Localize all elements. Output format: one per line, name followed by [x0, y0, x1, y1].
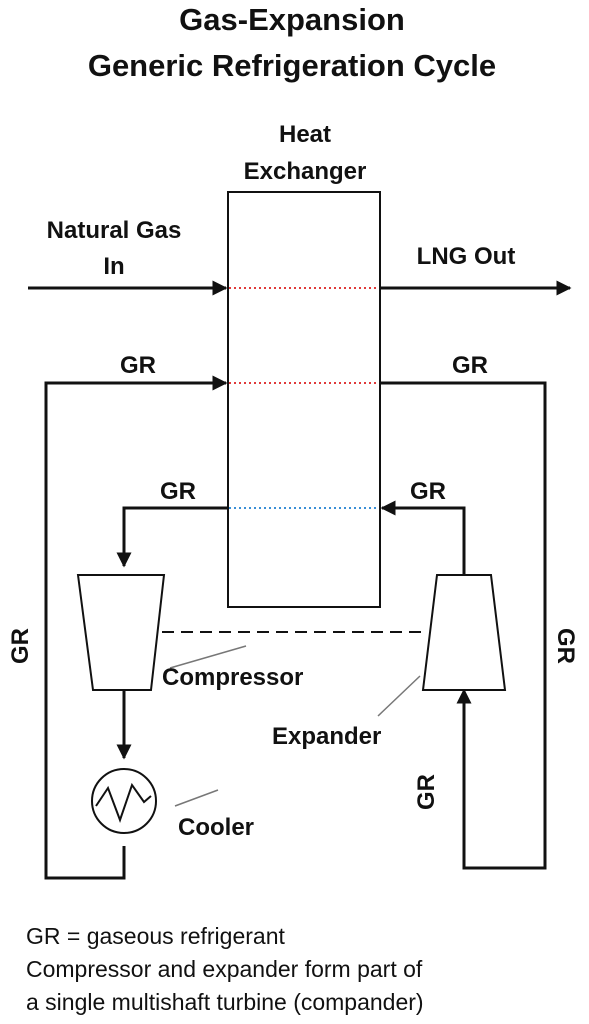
gr-label-top-left: GR: [120, 352, 156, 379]
natural-gas-in-label-2: In: [103, 253, 124, 280]
expander-label: Expander: [272, 723, 381, 750]
cold-gr-to-compressor: [116, 506, 228, 568]
cooler: [91, 768, 157, 834]
lng-out-label: LNG Out: [417, 243, 516, 270]
gr-label-middle-left: GR: [160, 478, 196, 505]
gr-label-top-right: GR: [452, 352, 488, 379]
title-line-1: Gas-Expansion: [179, 2, 405, 37]
compressor-label: Compressor: [162, 664, 303, 691]
heat-exchanger-label-1: Heat: [279, 121, 331, 148]
gr-label-left-vertical: GR: [7, 628, 34, 664]
cooler-label: Cooler: [178, 814, 254, 841]
expander-pointer: [377, 675, 421, 717]
heat-exchanger: [227, 191, 381, 608]
title-line-2: Generic Refrigeration Cycle: [88, 48, 496, 83]
gr-label-expander-inlet: GR: [413, 774, 440, 810]
natural-gas-in-label-1: Natural Gas: [47, 217, 182, 244]
warm-gr-loop-right: [380, 381, 547, 870]
gr-label-right-vertical: GR: [552, 628, 579, 664]
heat-exchanger-label-2: Exchanger: [244, 158, 367, 185]
cold-gr-into-exchanger: [380, 500, 466, 575]
footnote-line-3: a single multishaft turbine (compander): [26, 989, 424, 1015]
gr-label-middle-right: GR: [410, 478, 446, 505]
cooler-coil-icon: [95, 782, 152, 823]
expander: [421, 574, 507, 691]
compressor-pointer: [169, 645, 247, 669]
compressor: [76, 574, 166, 691]
footnote-line-1: GR = gaseous refrigerant: [26, 923, 285, 949]
warm-gr-loop-left: [44, 375, 228, 880]
footnote-line-2: Compressor and expander form part of: [26, 956, 423, 982]
cooler-pointer: [174, 789, 219, 807]
